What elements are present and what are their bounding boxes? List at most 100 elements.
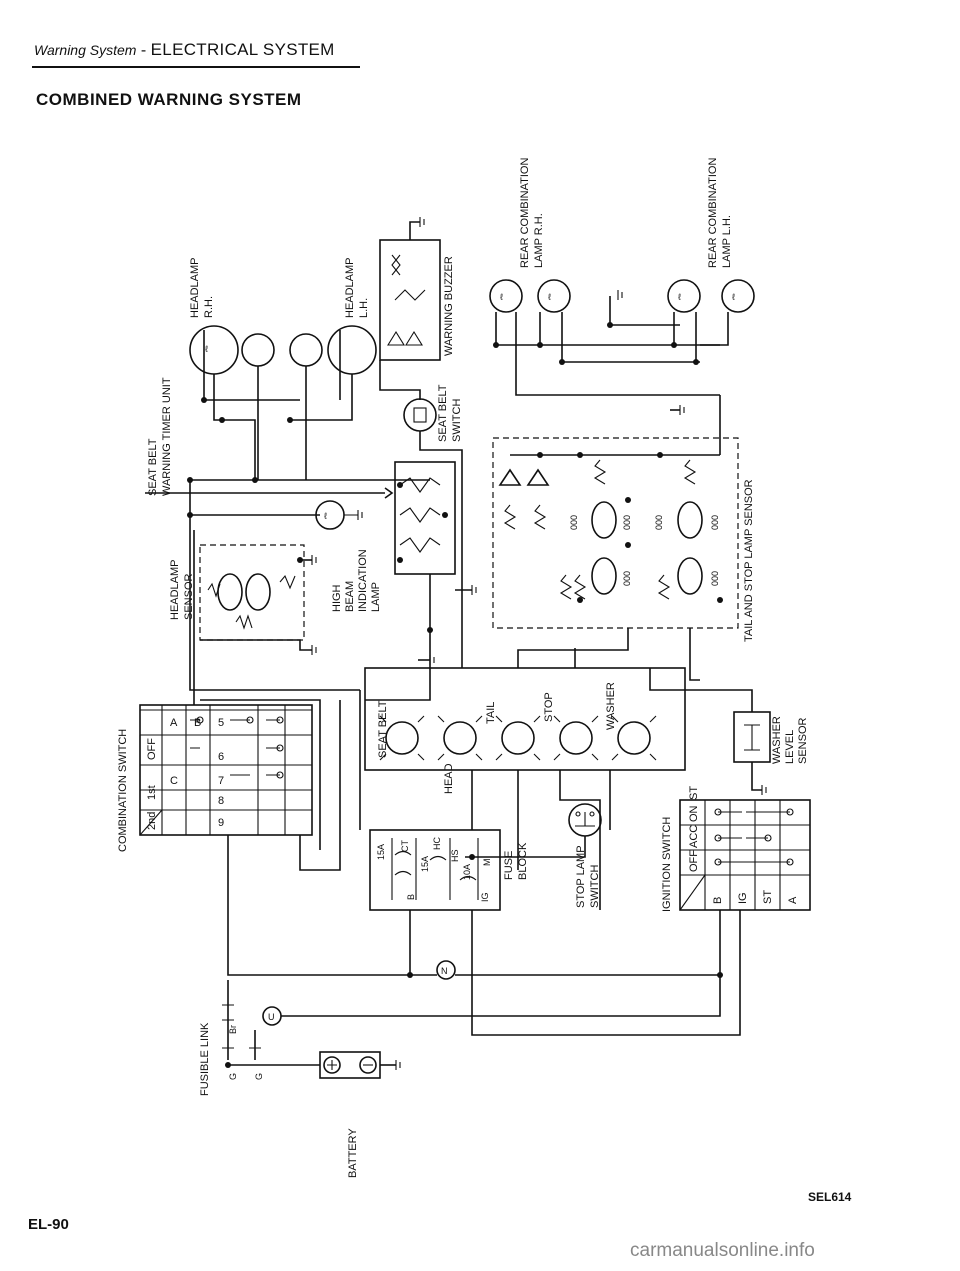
seat-belt-indicator [385,721,419,755]
label-tail-stop-sensor: TAIL AND STOP LAMP SENSOR [743,479,755,642]
tail-stop-lamp-sensor: 000 000 000 000 000 000 [492,405,739,629]
label-headlamp-rh: HEADLAMP [189,257,201,318]
label-washer-sensor-3: SENSOR [797,717,809,764]
comb-term-5: 5 [218,717,224,729]
label-seat-belt-timer: SEAT BELT [147,438,159,496]
fuse-b: B [406,894,416,900]
label-high-beam: HIGH [331,584,343,612]
label-high-beam-2: BEAM [344,581,356,612]
header-section: Warning System [34,42,137,58]
ign-pos-acc: ACC [688,825,700,848]
label-seat-belt-ind: SEAT BELT [377,700,389,758]
fuse-hc: HC [432,837,442,850]
interconnect-wires [193,395,753,1036]
ign-term-a: A [787,896,799,904]
fuse-ig: IG [480,892,490,902]
rear-combination-lamp-lh: ℓ ℓ [667,279,755,365]
label-rear-comb-rh-2: LAMP R.H. [533,213,545,268]
ign-term-st: ST [762,890,774,904]
rear-combination-lamp-rh: ℓ ℓ [489,279,720,396]
label-seat-belt-switch: SEAT BELT [437,384,449,442]
label-seat-belt-timer-2: WARNING TIMER UNIT [161,377,173,496]
label-fusible-link: FUSIBLE LINK [199,1022,211,1096]
fuse-15a-1: 15A [376,844,386,860]
fuse-15a-2: 15A [420,856,430,872]
washer-indicator [617,721,651,755]
svg-text:000: 000 [710,515,720,530]
fuse-m: M [482,859,492,867]
label-headlamp-lh-2: L.H. [358,298,370,318]
ign-pos-off: OFF [688,850,700,872]
label-fuse-block: FUSE [503,851,515,880]
page-number: EL-90 [28,1216,69,1233]
headlamp-rh-lamp-2 [241,333,275,367]
connector-u: U [262,1006,282,1026]
ign-pos-st: ST [688,786,700,800]
label-washer-sensor: WASHER [771,716,783,764]
connector-n-label: N [441,966,448,976]
svg-text:ℓ: ℓ [205,344,209,354]
label-battery: BATTERY [347,1128,359,1178]
label-headlamp-lh: HEADLAMP [344,257,356,318]
wire-color-g2: G [254,1073,264,1080]
diagram-title: COMBINED WARNING SYSTEM [36,90,302,109]
svg-text:000: 000 [569,515,579,530]
watermark: carmanualsonline.info [630,1240,815,1261]
label-headlamp-sensor: HEADLAMP [169,559,181,620]
comb-col-b1: B [194,717,201,729]
header-title: ELECTRICAL SYSTEM [150,40,335,59]
comb-term-6: 6 [218,751,224,763]
label-rear-comb-lh-2: LAMP L.H. [721,215,733,268]
label-high-beam-4: LAMP [370,582,382,612]
label-combination-switch: COMBINATION SWITCH [117,729,129,852]
comb-col-a1: A [170,717,178,729]
headlamp-lh [287,325,377,480]
label-fuse-block-2: BLOCK [517,842,529,880]
indicator-lamps [364,655,686,771]
high-beam-indication-lamp: ℓ [315,500,363,530]
headlamp-rh-lamp-1 [189,325,239,375]
timer-internal-circuit [394,461,477,633]
label-headlamp-rh-2: R.H. [203,296,215,318]
tail-indicator [501,721,535,755]
label-high-beam-3: INDICATION [357,549,369,612]
label-rear-comb-rh: REAR COMBINATION [519,158,531,268]
label-warning-buzzer: WARNING BUZZER [443,256,455,356]
connector-n: N [436,960,456,980]
comb-term-8: 8 [218,795,224,807]
header-separator: - [136,42,151,59]
combination-switch-table[interactable]: OFF 1st 2nd A B C 5 6 7 8 9 [139,704,313,836]
washer-level-sensor [733,711,771,795]
svg-text:ℓ: ℓ [324,511,328,521]
label-washer-ind: WASHER [605,682,617,730]
svg-text:ℓ: ℓ [732,292,736,302]
connector-u-label: U [268,1012,275,1022]
warning-buzzer [379,217,441,400]
svg-text:ℓ: ℓ [500,292,504,302]
headlamp-rh: ℓ [189,325,300,480]
label-stop-lamp-switch-2: SWITCH [589,865,601,908]
comb-term-7: 7 [218,775,224,787]
comb-pos-1st: 1st [146,785,158,800]
fuse-10a: 10A [462,864,472,880]
label-ignition-switch: IGNITION SWITCH [661,817,673,912]
ign-term-ig: IG [737,892,749,904]
label-headlamp-sensor-2: SENSOR [183,573,195,620]
svg-text:ℓ: ℓ [678,292,682,302]
label-tail-ind: TAIL [485,702,497,724]
label-head-ind: HEAD [443,763,455,794]
label-rear-comb-lh: REAR COMBINATION [707,158,719,268]
seat-belt-timer-unit [145,477,430,691]
head-indicator [443,721,477,755]
stop-lamp-switch [568,803,602,837]
wire-color-br: Br [228,1025,238,1034]
page-header: Warning System - ELECTRICAL SYSTEM [34,40,335,60]
headlamp-lh-lamp-2 [327,325,377,375]
fuse-hs: HS [450,849,460,862]
svg-text:ℓ: ℓ [548,292,552,302]
comb-col-c1: C [170,775,178,787]
ignition-switch-table[interactable]: OFF ACC ON ST B IG ST A [679,786,811,911]
svg-text:000: 000 [654,515,664,530]
figure-code: SEL614 [808,1190,852,1204]
seat-belt-switch [403,398,463,600]
